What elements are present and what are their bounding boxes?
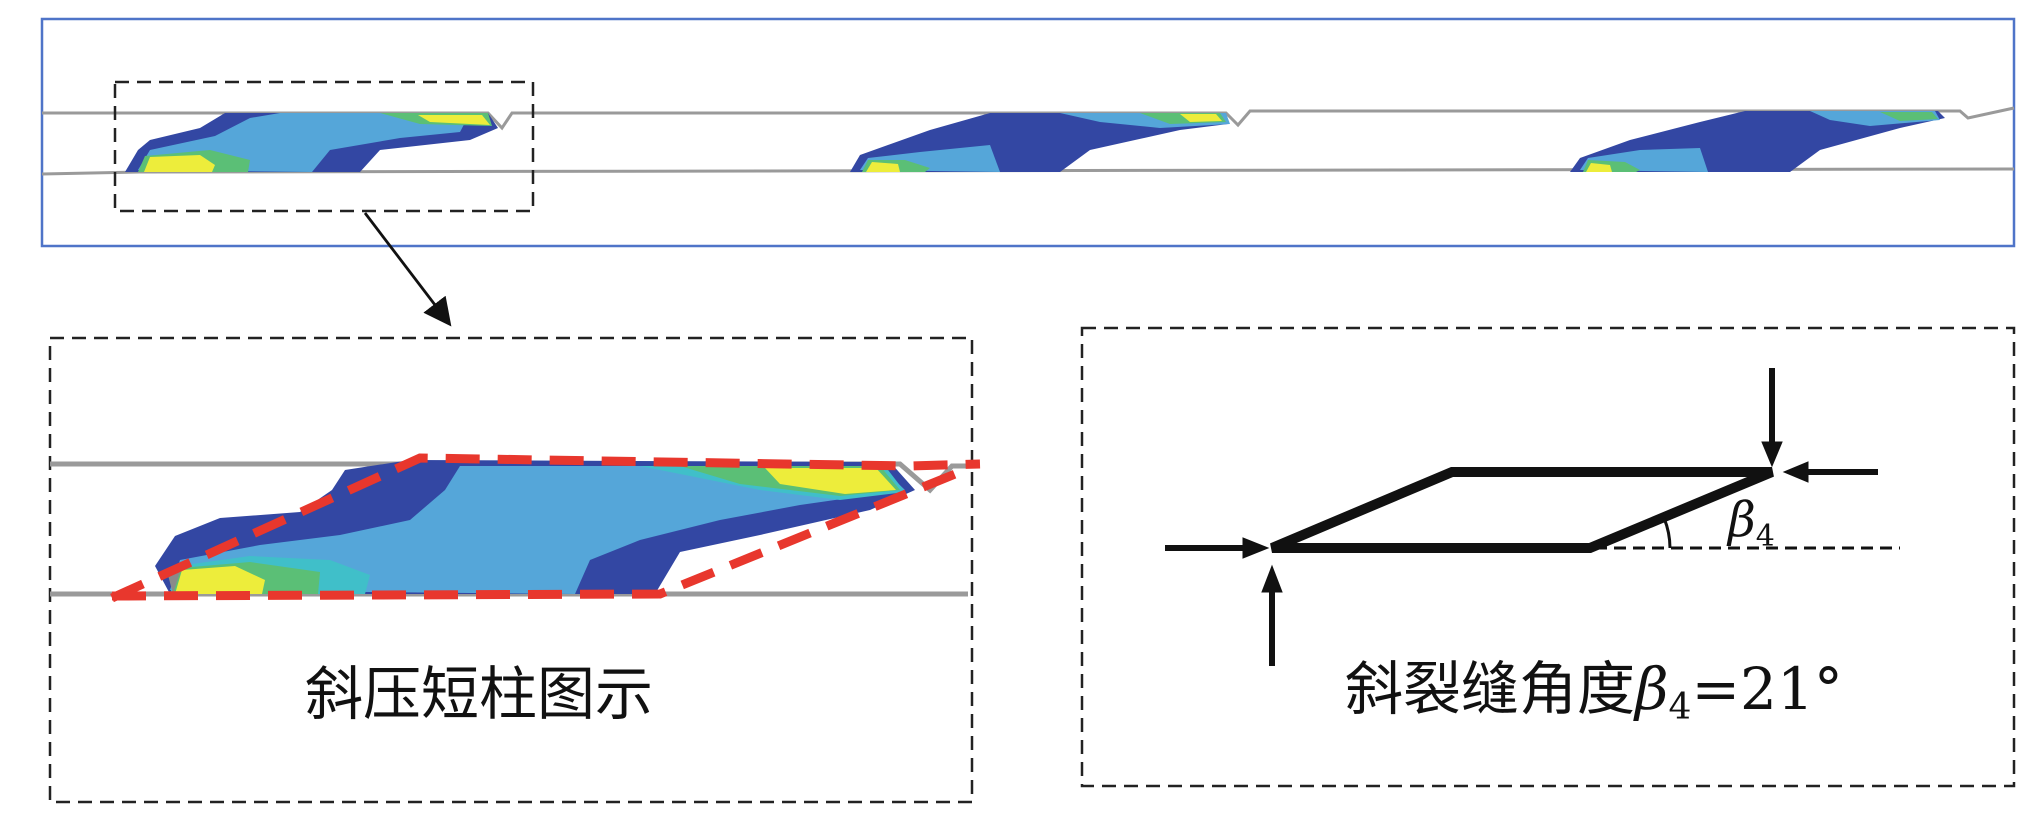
zoom-panel	[48, 336, 981, 804]
contour-strut-2	[850, 113, 1230, 172]
arrowhead-right-horizontal	[1782, 461, 1809, 483]
zoom-panel-caption: 斜压短柱图示	[305, 660, 654, 728]
zoom-selection-box	[113, 80, 535, 213]
strut-parallelogram	[1270, 467, 1774, 553]
caption-subscript: 4	[1668, 687, 1692, 728]
strut-outline	[110, 453, 981, 603]
schematic-panel-frame	[1080, 326, 2016, 788]
contour-strut-3	[1570, 111, 1945, 172]
zoom-contour	[155, 460, 915, 594]
arrowhead-left-horizontal	[1242, 537, 1270, 559]
contour-strut-1	[125, 113, 498, 172]
arrowhead-top-vertical	[1761, 441, 1783, 468]
zoom-arrow	[363, 212, 452, 327]
top-strip-panel	[40, 17, 2016, 248]
schematic-panel-caption: 斜裂缝角度β4=21°	[1345, 660, 1843, 726]
top-strip-frame	[40, 17, 2016, 248]
arrowhead-left-vertical	[1261, 564, 1283, 593]
load-arrows	[1165, 368, 1878, 666]
zoom-panel-frame	[48, 336, 974, 804]
angle-label: β4	[1726, 492, 1775, 554]
caption-suffix: =21°	[1691, 655, 1843, 723]
angle-arc	[1662, 517, 1672, 549]
schematic-panel: β4	[1080, 326, 2016, 788]
caption-symbol: β	[1635, 655, 1669, 723]
caption-prefix: 斜裂缝角度	[1345, 655, 1636, 723]
